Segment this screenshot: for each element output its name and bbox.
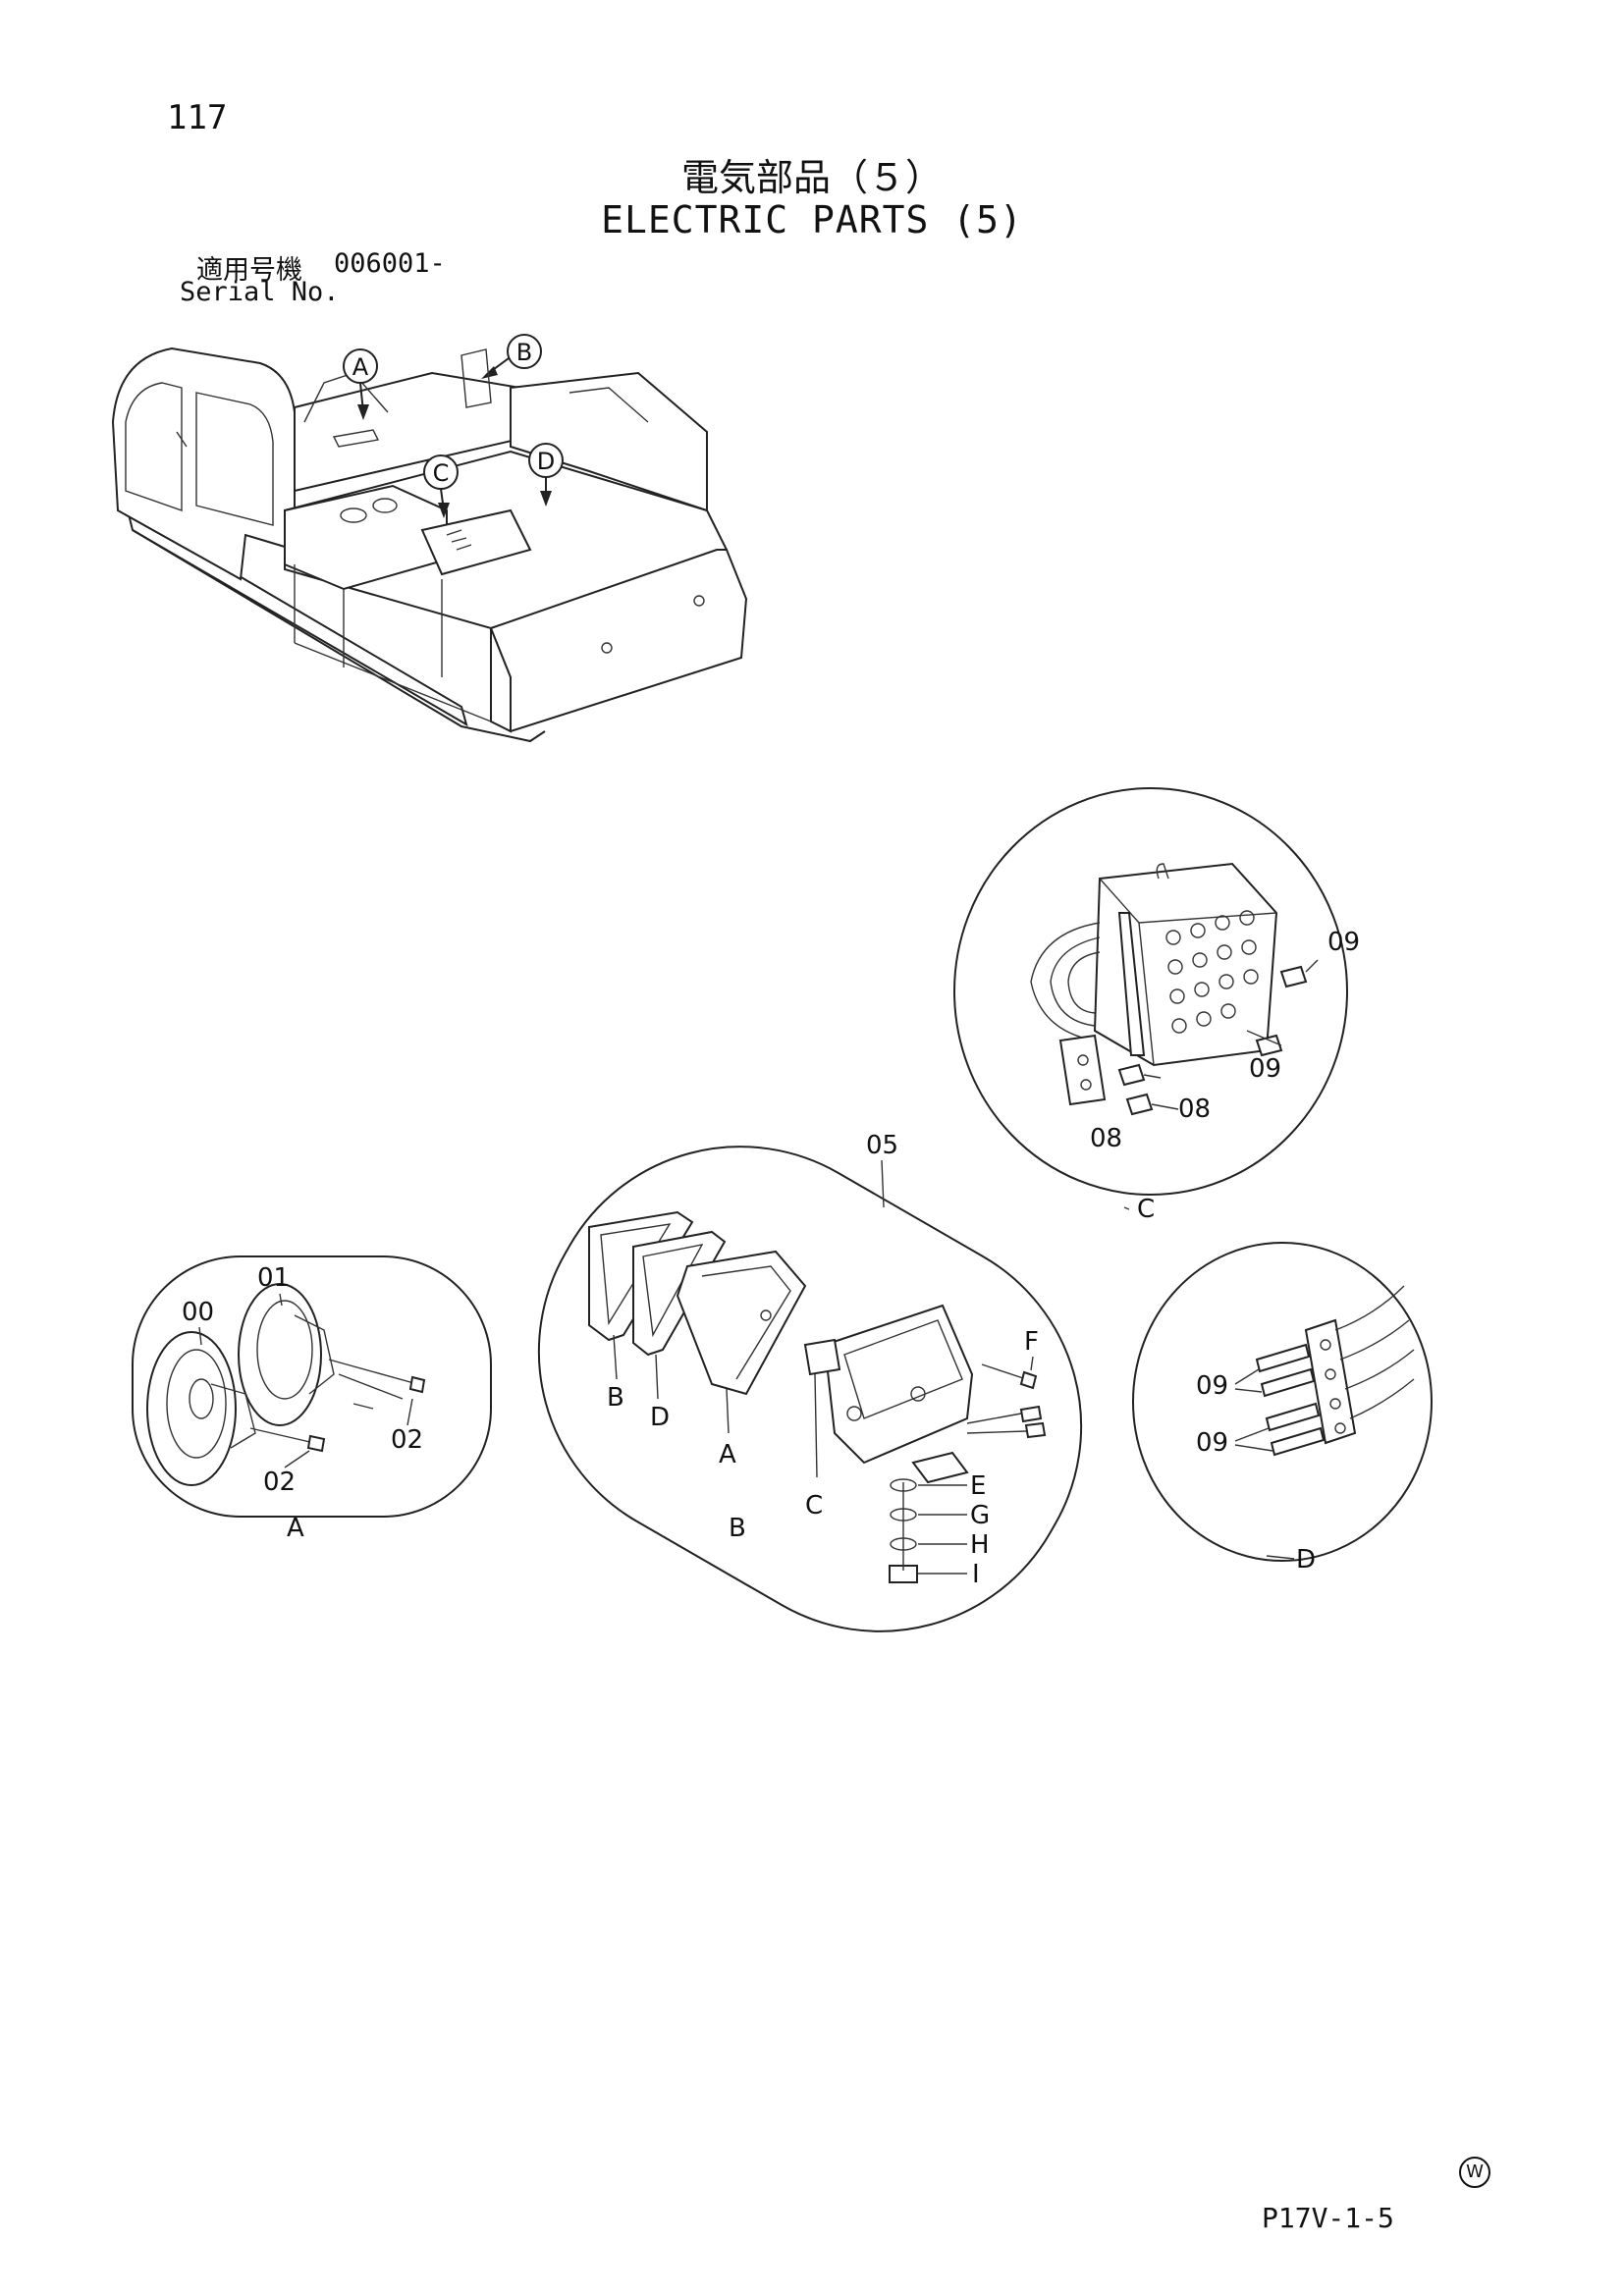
- label-b-lens-gasket: B: [607, 1383, 624, 1413]
- label-09-lower: 09: [1249, 1054, 1281, 1084]
- label-00: 00: [182, 1298, 214, 1327]
- page-code: P17V-1-5: [1262, 2202, 1394, 2234]
- label-h-lock-washer: H: [970, 1530, 990, 1560]
- detail-b: 05 B D A: [537, 1131, 1083, 1632]
- label-c-lamp-body: C: [805, 1491, 823, 1521]
- svg-text:D: D: [537, 448, 555, 475]
- label-02-right: 02: [391, 1425, 423, 1455]
- label-02-left: 02: [263, 1468, 296, 1497]
- svg-text:C: C: [433, 459, 450, 487]
- serial-number-range: 006001-: [334, 248, 446, 279]
- label-09-upper: 09: [1327, 928, 1360, 957]
- detail-b-label: B: [729, 1514, 746, 1543]
- detail-d-frame: [1132, 1242, 1433, 1562]
- detail-c: 09 09 08 08 C: [953, 787, 1360, 1224]
- svg-text:B: B: [516, 339, 532, 366]
- svg-text:A: A: [352, 353, 369, 381]
- label-08-right: 08: [1178, 1095, 1211, 1124]
- excavator-overview: A B C D: [111, 334, 748, 743]
- detail-a-label: A: [287, 1514, 304, 1543]
- label-08-left: 08: [1090, 1124, 1122, 1153]
- detail-a-frame: [132, 1255, 492, 1518]
- detail-a: 00 01 02 02 A: [132, 1255, 492, 1543]
- callout-b[interactable]: B: [460, 334, 542, 408]
- detail-c-label: C: [1137, 1195, 1155, 1224]
- callout-c[interactable]: C: [423, 454, 459, 518]
- title-japanese: 電気部品（５）: [680, 156, 943, 199]
- page-number: 117: [167, 98, 228, 137]
- serial-label-english: Serial No.: [180, 277, 340, 307]
- label-05: 05: [866, 1131, 898, 1160]
- detail-b-frame: [537, 1146, 1083, 1632]
- publisher-mark: W: [1459, 2157, 1490, 2188]
- detail-d: 09 09 D: [1132, 1242, 1433, 1575]
- label-09-lower-d: 09: [1196, 1428, 1228, 1458]
- title-english: ELECTRIC PARTS (5): [601, 198, 1023, 241]
- label-09-upper-d: 09: [1196, 1371, 1228, 1401]
- valve-fittings: [1165, 910, 1259, 1034]
- label-e-washer: E: [970, 1471, 986, 1501]
- callout-d[interactable]: D: [528, 443, 564, 507]
- label-f-bolt: F: [1024, 1327, 1039, 1357]
- serial-label-japanese: 適用号機: [196, 255, 302, 286]
- detail-c-frame: [953, 787, 1348, 1196]
- label-a-lens: A: [719, 1440, 736, 1469]
- label-g-washer: G: [970, 1501, 990, 1530]
- label-i-nut: I: [972, 1560, 980, 1589]
- label-d-gasket: D: [650, 1403, 670, 1432]
- callout-a[interactable]: A: [343, 348, 378, 420]
- label-01: 01: [257, 1263, 290, 1293]
- detail-d-label: D: [1296, 1545, 1316, 1575]
